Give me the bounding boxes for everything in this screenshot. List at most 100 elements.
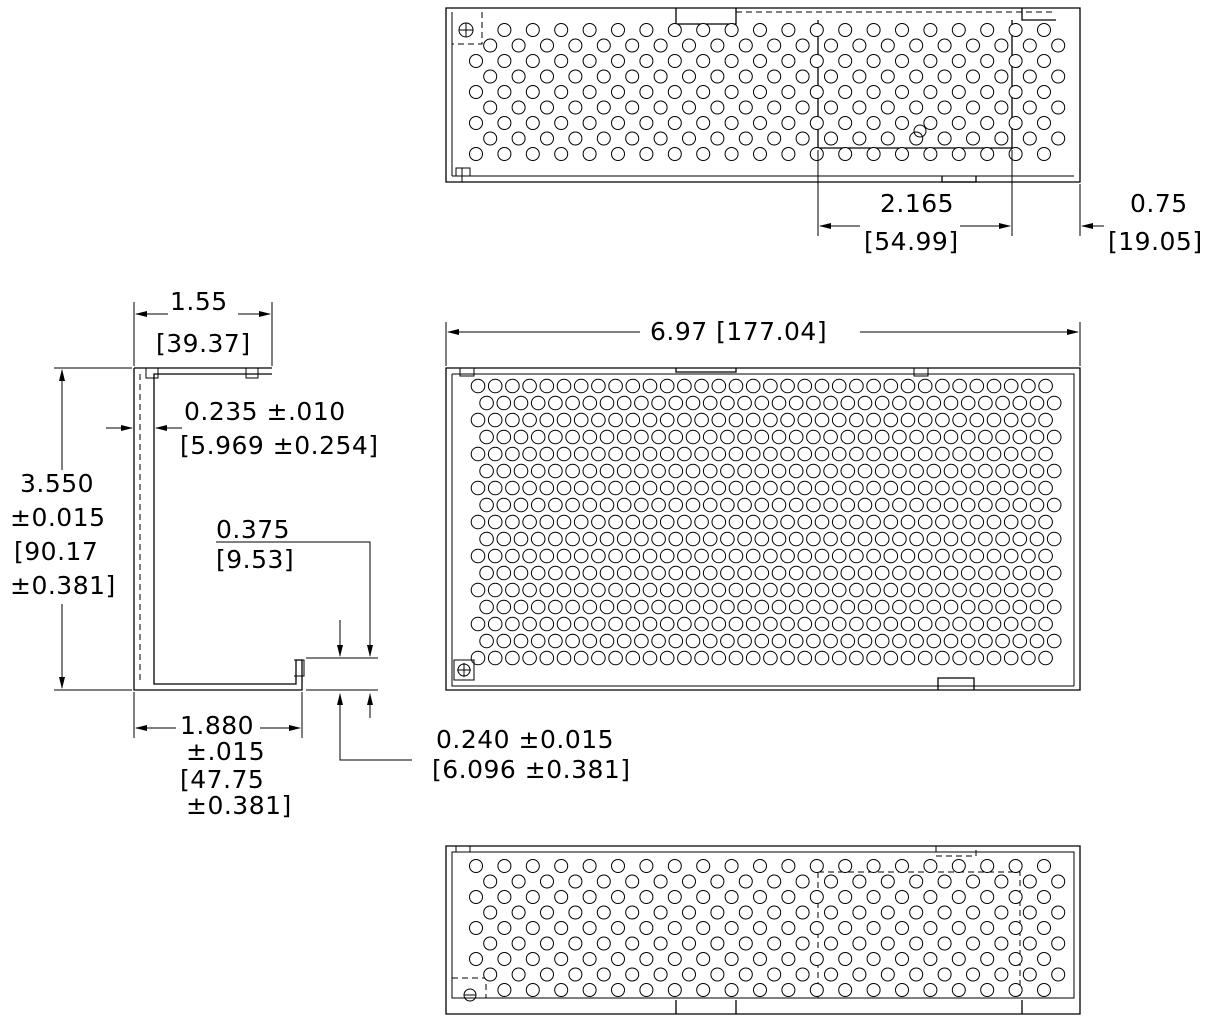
perforation-hole xyxy=(1008,23,1023,37)
perforation-hole xyxy=(711,650,727,666)
perforation-hole xyxy=(651,395,666,411)
perforation-hole xyxy=(1037,23,1051,37)
perforation-hole xyxy=(469,116,483,130)
perforation-hole xyxy=(951,952,966,966)
perforation-hole xyxy=(522,480,537,496)
perforation-hole xyxy=(857,497,873,513)
perforation-hole xyxy=(1037,921,1051,935)
perforation-hole xyxy=(497,983,512,997)
perforation-hole xyxy=(935,514,950,530)
perforation-hole xyxy=(556,650,572,666)
perforation-hole xyxy=(849,412,864,428)
perforation-hole xyxy=(952,480,967,496)
perforation-hole xyxy=(479,463,494,479)
perforation-hole xyxy=(966,131,980,146)
perforation-hole xyxy=(745,480,761,496)
perforation-hole xyxy=(642,480,658,496)
perforation-hole xyxy=(923,147,938,161)
perforation-hole xyxy=(788,531,804,547)
perforation-hole xyxy=(1029,395,1045,411)
perforation-hole xyxy=(651,429,666,445)
perforation-hole xyxy=(608,480,623,496)
perforation-hole xyxy=(565,497,580,513)
perforation-hole xyxy=(892,429,907,445)
perforation-hole xyxy=(880,874,895,889)
perforation-hole xyxy=(969,514,985,530)
perforation-hole xyxy=(525,890,540,904)
perforation-hole xyxy=(573,378,589,394)
perforation-hole xyxy=(780,548,795,564)
perforation-hole xyxy=(1038,548,1053,564)
perforation-hole xyxy=(1008,983,1023,997)
perforation-hole xyxy=(895,116,909,130)
perforation-hole xyxy=(753,921,767,935)
perforation-hole xyxy=(781,859,796,873)
perforation-hole xyxy=(745,412,761,428)
perforation-hole xyxy=(986,412,1002,428)
perforation-hole xyxy=(1012,565,1028,581)
perforation-hole xyxy=(1038,514,1053,530)
perforation-hole xyxy=(824,131,838,146)
side-view-profile xyxy=(133,367,305,691)
perforation-hole xyxy=(895,890,909,904)
perforation-hole xyxy=(470,514,486,530)
perforation-hole xyxy=(710,905,725,920)
perforation-hole xyxy=(642,582,658,598)
perforation-hole xyxy=(694,514,709,530)
perforation-hole xyxy=(582,565,598,581)
perforation-hole xyxy=(1038,616,1053,632)
perforation-hole xyxy=(909,599,924,615)
perforation-hole xyxy=(599,463,615,479)
perforation-hole xyxy=(1008,147,1023,161)
perforation-hole xyxy=(525,147,540,161)
perforation-hole xyxy=(496,463,512,479)
perforation-hole xyxy=(611,23,625,37)
perforation-hole xyxy=(771,599,787,615)
perforation-hole xyxy=(994,874,1009,889)
perforation-hole xyxy=(738,967,753,982)
perforation-hole xyxy=(1029,633,1045,649)
perforation-hole xyxy=(611,983,625,997)
perforation-hole xyxy=(895,147,909,161)
perforation-hole xyxy=(781,116,796,130)
perforation-hole xyxy=(738,936,753,951)
perforation-hole xyxy=(694,582,709,598)
perforation-hole xyxy=(611,859,625,873)
perforation-hole xyxy=(479,395,494,411)
perforation-hole xyxy=(1021,446,1036,462)
perforation-hole xyxy=(795,69,810,84)
perforation-hole xyxy=(838,85,853,99)
perforation-hole xyxy=(710,38,725,53)
perforation-hole xyxy=(969,582,985,598)
perforation-hole xyxy=(554,983,569,997)
perforation-hole xyxy=(745,378,761,394)
perforation-hole xyxy=(1022,936,1037,951)
perforation-hole xyxy=(505,548,520,564)
perforation-hole xyxy=(814,514,830,530)
perforation-hole xyxy=(937,131,952,146)
perforation-hole xyxy=(880,905,895,920)
perforation-hole xyxy=(728,548,744,564)
perforation-hole xyxy=(809,85,824,99)
perforation-hole xyxy=(710,874,725,889)
perforation-hole xyxy=(943,395,959,411)
perforation-hole xyxy=(960,531,976,547)
perforation-hole xyxy=(995,531,1010,547)
perforation-hole xyxy=(1046,633,1062,649)
perforation-hole xyxy=(540,874,554,889)
perforation-hole xyxy=(530,633,546,649)
perforation-hole xyxy=(513,531,529,547)
perforation-hole xyxy=(780,650,795,666)
perforation-hole xyxy=(966,69,980,84)
perforation-hole xyxy=(694,548,709,564)
perforation-hole xyxy=(763,616,778,632)
perforation-hole xyxy=(745,616,761,632)
perforation-hole xyxy=(763,446,778,462)
perforation-hole xyxy=(497,952,512,966)
perforation-hole xyxy=(767,131,782,146)
perforation-hole xyxy=(909,497,924,513)
perforation-hole xyxy=(1046,463,1062,479)
perforation-hole xyxy=(852,936,867,951)
perforation-hole xyxy=(470,548,486,564)
perforation-hole xyxy=(797,548,813,564)
